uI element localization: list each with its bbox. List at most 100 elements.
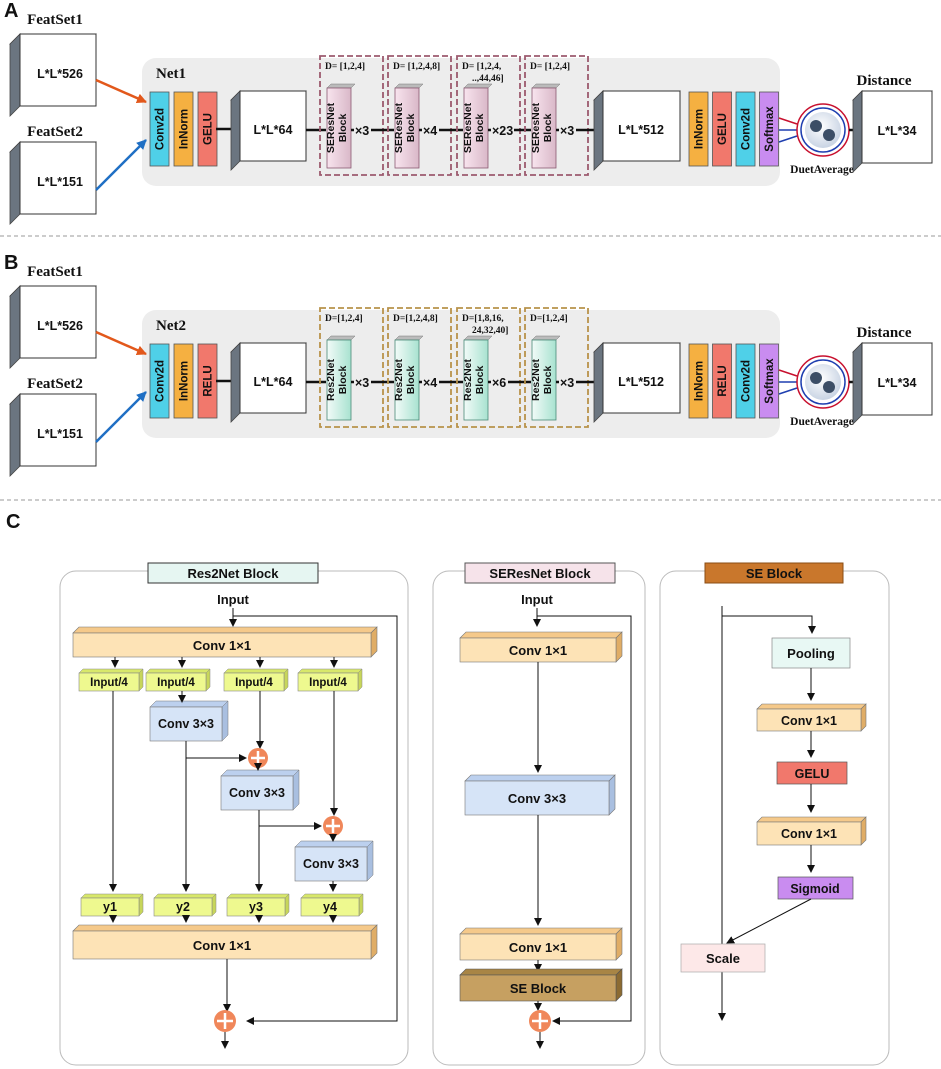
distance-dim-b: L*L*34 — [878, 376, 917, 390]
block-d-b-2: D=[1,8,16, — [462, 314, 504, 324]
svg-text:Conv 1×1: Conv 1×1 — [781, 827, 837, 841]
svg-text:Softmax: Softmax — [764, 358, 776, 404]
block-rep-a-0: ×3 — [355, 124, 369, 138]
res2net-add-icon-0 — [248, 748, 268, 768]
layer-in-b-1: InNorm — [173, 343, 194, 419]
seresnet-input-label: Input — [521, 592, 553, 607]
featset-dim-b1: L*L*526 — [37, 319, 83, 333]
featset-title-b1: FeatSet1 — [27, 264, 83, 280]
block-d-a-2: D= [1,2,4, — [462, 62, 502, 72]
svg-text:Conv2d: Conv2d — [155, 108, 167, 150]
layer-in-a-1: InNorm — [173, 91, 194, 167]
block-d-b-3: D=[1,2,4] — [530, 314, 568, 324]
split-1: Input/4 — [145, 657, 211, 692]
seresnet-conv2: Conv 1×1 — [459, 927, 623, 961]
svg-text:Conv 3×3: Conv 3×3 — [229, 786, 285, 800]
res2net-conv-top: Conv 1×1 — [72, 626, 378, 658]
out-dim-a: L*L*512 — [618, 123, 664, 137]
res2net-conv3-1: Conv 3×3 — [220, 769, 300, 811]
block-rep-b-1: ×4 — [423, 376, 437, 390]
svg-text:y4: y4 — [323, 900, 337, 914]
svg-text:Scale: Scale — [706, 951, 740, 966]
block-d-a-1: D= [1,2,4,8] — [393, 62, 440, 72]
res2net-input-label: Input — [217, 592, 249, 607]
panel-letter-a: A — [4, 0, 18, 22]
seresnet-conv3: Conv 3×3 — [464, 774, 616, 816]
arrow-featset1-a — [95, 78, 147, 104]
block-label2-b-3: Block — [542, 366, 554, 395]
mid-dim-a: L*L*64 — [254, 123, 293, 137]
net-label-a: Net1 — [156, 66, 186, 82]
res2net-conv-bottom: Conv 1×1 — [72, 924, 378, 960]
layer-in-b-0: Conv2d — [149, 343, 170, 419]
svg-text:y2: y2 — [176, 900, 190, 914]
svg-text:InNorm: InNorm — [694, 361, 706, 401]
block-d-b-0: D=[1,2,4] — [325, 314, 363, 324]
mid-dim-b: L*L*64 — [254, 375, 293, 389]
res2net-add-icon — [214, 1010, 236, 1032]
seresnet-se-block: SE Block — [459, 968, 623, 1002]
block-rep-b-3: ×3 — [560, 376, 574, 390]
arrow-featset2-b — [95, 391, 147, 443]
svg-text:Input/4: Input/4 — [235, 677, 273, 689]
duetaverage-label-a: DuetAverage — [790, 164, 854, 176]
block-label1-a-0: SEResNet — [325, 102, 337, 153]
res2net-output-y2: y2 — [153, 741, 217, 923]
svg-text:Sigmoid: Sigmoid — [790, 882, 839, 896]
featset-dim-b2: L*L*151 — [37, 427, 83, 441]
block-label1-b-1: Res2Net — [393, 358, 405, 401]
panel-c: C Res2Net Block SEResNet Block SE Block … — [6, 511, 890, 1066]
se-gelu: GELU — [776, 761, 848, 785]
layer-in-b-2: RELU — [197, 343, 218, 419]
layer-out-b-3: Softmax — [759, 343, 779, 419]
net-label-b: Net2 — [156, 318, 186, 334]
featset-title-b2: FeatSet2 — [27, 376, 83, 392]
split-0: Input/4 — [78, 657, 144, 692]
svg-text:Conv 1×1: Conv 1×1 — [193, 938, 251, 953]
block-d2-a-2: ..,44,46] — [472, 74, 504, 84]
svg-text:InNorm: InNorm — [694, 109, 706, 149]
featset-title-a2: FeatSet2 — [27, 124, 83, 140]
svg-text:Softmax: Softmax — [764, 106, 776, 152]
distance-cube-b: L*L*34 — [852, 342, 933, 425]
featset-cube-b1: L*L*526 — [9, 285, 97, 369]
block-label2-b-0: Block — [337, 366, 349, 395]
se-conv2: Conv 1×1 — [756, 816, 867, 846]
featset-dim-a1: L*L*526 — [37, 67, 83, 81]
svg-text:Res2Net Block: Res2Net Block — [187, 566, 279, 581]
block-label2-a-2: Block — [474, 114, 486, 143]
res2net-title: Res2Net Block — [147, 562, 319, 584]
svg-text:Conv 3×3: Conv 3×3 — [303, 857, 359, 871]
out-cube-b: L*L*512 — [593, 342, 681, 423]
block-rep-a-3: ×3 — [560, 124, 574, 138]
panel-a: ANet1FeatSet1L*L*526FeatSet2L*L*151Conv2… — [4, 0, 933, 225]
svg-text:Input/4: Input/4 — [157, 677, 195, 689]
svg-text:Input/4: Input/4 — [90, 677, 128, 689]
svg-text:Conv 1×1: Conv 1×1 — [193, 638, 251, 653]
layer-in-a-0: Conv2d — [149, 91, 170, 167]
svg-text:SEResNet Block: SEResNet Block — [489, 566, 591, 581]
layer-out-b-2: Conv2d — [735, 343, 756, 419]
svg-text:Pooling: Pooling — [787, 646, 835, 661]
block-label2-a-1: Block — [405, 114, 417, 143]
layer-in-a-2: GELU — [197, 91, 218, 167]
res2net-output-y4: y4 — [300, 881, 364, 923]
distance-dim-a: L*L*34 — [878, 124, 917, 138]
block-label1-a-1: SEResNet — [393, 102, 405, 153]
se-scale: Scale — [680, 943, 766, 973]
res2net-conv3-2: Conv 3×3 — [294, 840, 374, 882]
svg-text:GELU: GELU — [717, 113, 729, 145]
res2net-output-y1: y1 — [80, 691, 144, 923]
duetaverage-icon-a — [796, 103, 850, 157]
seresnet-title: SEResNet Block — [464, 562, 616, 584]
svg-text:Conv2d: Conv2d — [741, 108, 753, 150]
split-3: Input/4 — [297, 657, 363, 692]
block-label1-b-3: Res2Net — [530, 358, 542, 401]
